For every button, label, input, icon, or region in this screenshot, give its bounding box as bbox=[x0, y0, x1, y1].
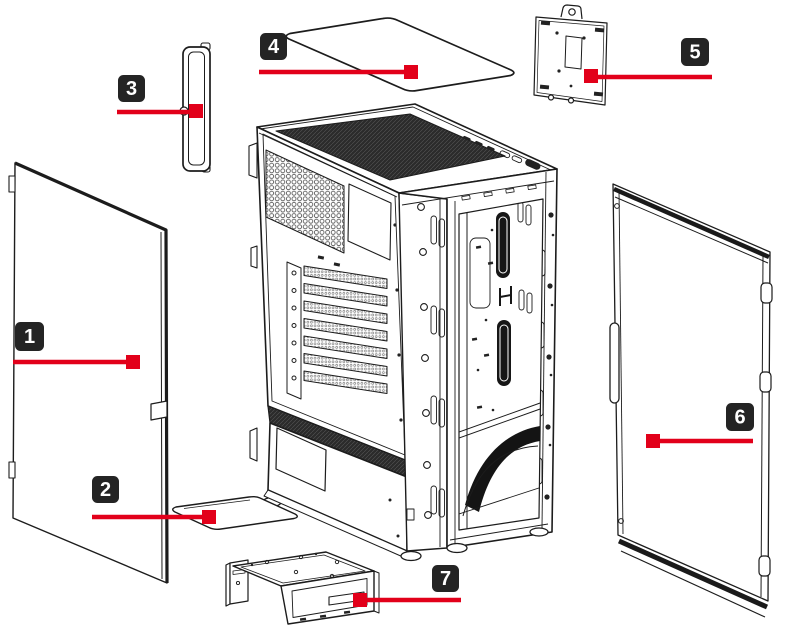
callout-front-trim-strip: 3 bbox=[117, 75, 203, 118]
callout-top-dust-filter: 4 bbox=[259, 33, 418, 79]
number-badge bbox=[260, 33, 287, 60]
part-marker bbox=[353, 593, 367, 607]
number-badge bbox=[118, 75, 145, 102]
callout-layer: 1 2 3 4 5 6 7 bbox=[13, 33, 754, 607]
rear-fan-mesh bbox=[265, 149, 345, 254]
callout-number: 2 bbox=[100, 479, 111, 501]
callout-bottom-dust-filter: 2 bbox=[92, 476, 216, 524]
top-dust-filter-drawing bbox=[285, 17, 515, 92]
part-marker bbox=[404, 65, 418, 79]
callout-number: 7 bbox=[440, 568, 451, 590]
callout-number: 1 bbox=[24, 326, 35, 348]
callout-mounting-bracket: 5 bbox=[584, 38, 712, 83]
top-io-cutouts bbox=[463, 135, 541, 170]
callout-number: 5 bbox=[689, 42, 700, 64]
callout-number: 4 bbox=[268, 36, 280, 58]
case-body-drawing bbox=[248, 103, 558, 562]
number-badge bbox=[92, 476, 119, 503]
part-marker bbox=[189, 104, 203, 118]
left-side-panel-drawing bbox=[8, 161, 169, 584]
hdd-cage-drawing bbox=[225, 551, 380, 625]
part-marker bbox=[646, 434, 660, 448]
mounting-bracket-drawing bbox=[533, 4, 608, 106]
callout-left-side-panel: 1 bbox=[13, 322, 140, 369]
number-badge bbox=[681, 38, 709, 66]
callout-number: 3 bbox=[126, 78, 137, 100]
callout-number: 6 bbox=[734, 407, 745, 429]
pci-slots bbox=[286, 261, 388, 400]
callout-right-side-panel: 6 bbox=[646, 403, 754, 448]
number-badge bbox=[726, 403, 754, 431]
number-badge bbox=[15, 322, 44, 351]
case-interior bbox=[459, 201, 543, 530]
part-marker bbox=[126, 355, 140, 369]
callout-hdd-cage: 7 bbox=[353, 565, 461, 607]
number-badge bbox=[432, 565, 459, 592]
part-marker bbox=[202, 510, 216, 524]
part-marker bbox=[584, 69, 598, 83]
right-side-panel-drawing bbox=[609, 183, 773, 618]
